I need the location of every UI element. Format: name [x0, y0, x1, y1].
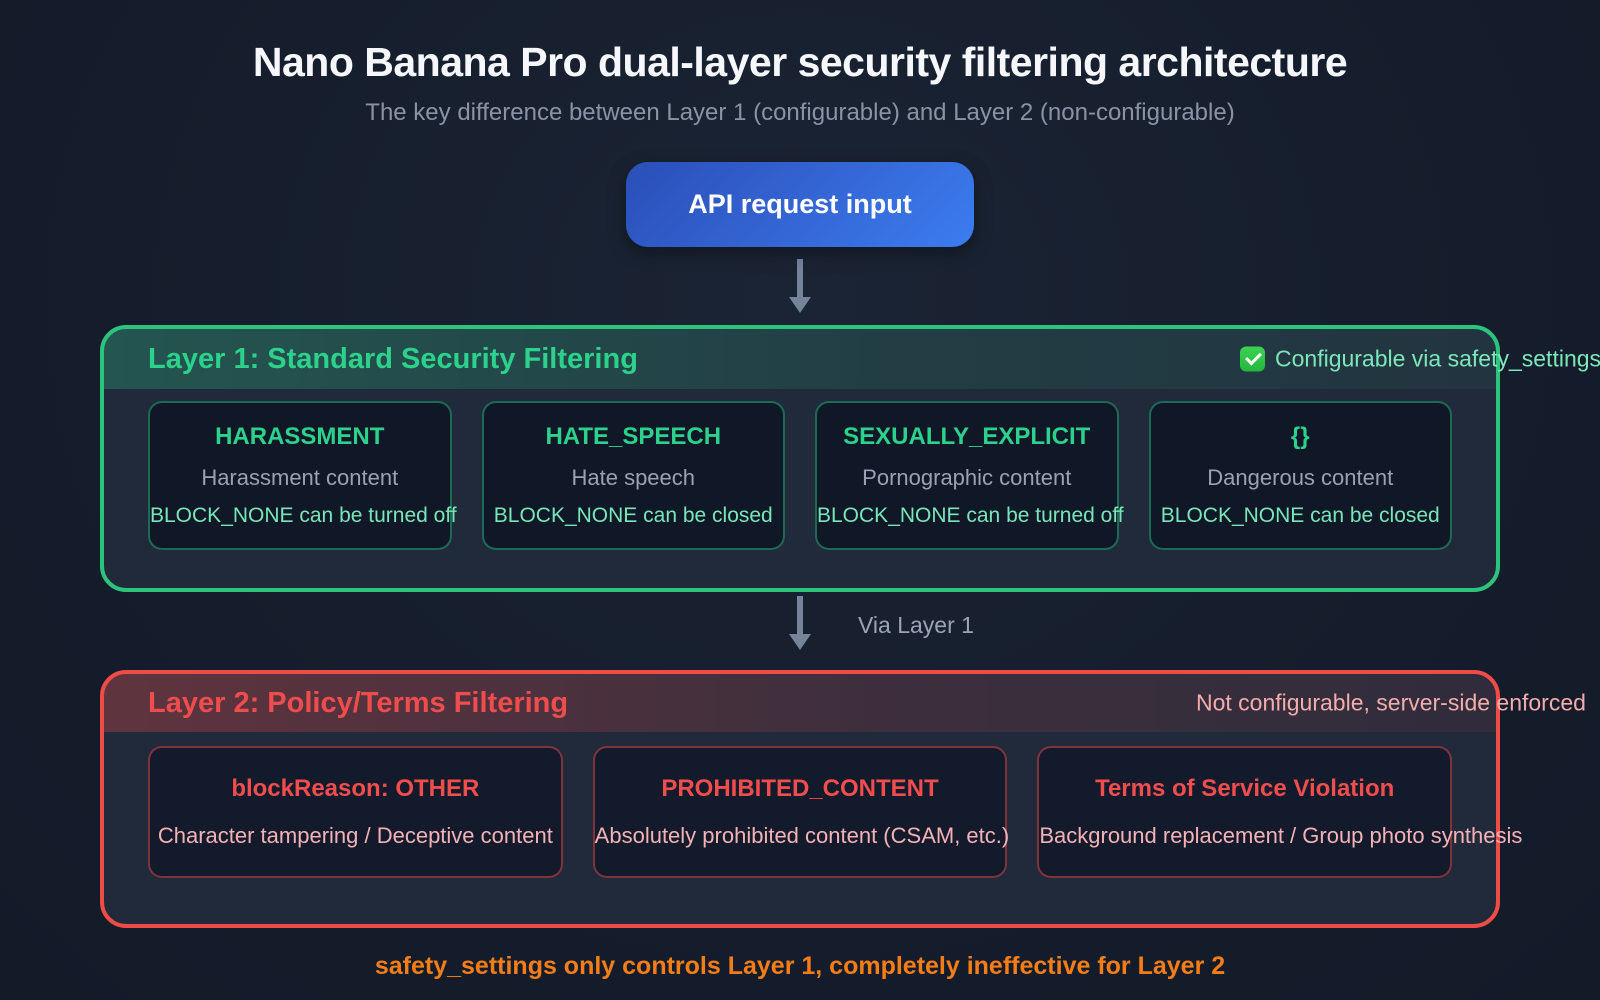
category-card-harassment: HARASSMENT Harassment content BLOCK_NONE… [148, 401, 457, 550]
card-subtitle: Pornographic content [862, 464, 1072, 490]
card-subtitle: Absolutely prohibited content (CSAM, etc… [594, 823, 1010, 849]
policy-card-tos-violation: Terms of Service Violation Background re… [1037, 746, 1523, 878]
card-note: BLOCK_NONE can be closed [1160, 504, 1440, 528]
layer1-cards-row: HARASSMENT Harassment content BLOCK_NONE… [104, 389, 1496, 588]
card-note: BLOCK_NONE can be turned off [817, 504, 1124, 528]
card-title: {} [1290, 422, 1310, 450]
layer1-header: Layer 1: Standard Security Filtering Con… [104, 329, 1600, 389]
layer1-badge: Configurable via safety_settings [1240, 346, 1600, 373]
card-note: BLOCK_NONE can be turned off [150, 504, 457, 528]
card-subtitle: Character tampering / Deceptive content [157, 823, 553, 849]
category-card-sexually-explicit: SEXUALLY_EXPLICIT Pornographic content B… [815, 401, 1124, 550]
footnote-warning: safety_settings only controls Layer 1, c… [374, 952, 1226, 980]
card-title: HATE_SPEECH [545, 422, 722, 450]
category-card-hate-speech: HATE_SPEECH Hate speech BLOCK_NONE can b… [481, 401, 785, 550]
layer2-badge: Not configurable, server-side enforced [1196, 690, 1586, 717]
layer2-cards-row: blockReason: OTHER Character tampering /… [104, 732, 1523, 924]
card-title: HARASSMENT [215, 422, 385, 450]
layer1-title: Layer 1: Standard Security Filtering [148, 342, 638, 375]
card-title: PROHIBITED_CONTENT [661, 774, 939, 802]
card-subtitle: Background replacement / Group photo syn… [1039, 823, 1523, 849]
via-layer1-label: Via Layer 1 [858, 612, 974, 638]
via-layer1-connector: Via Layer 1 [0, 596, 1600, 658]
page-subtitle: The key difference between Layer 1 (conf… [365, 99, 1235, 126]
arrow-head [789, 634, 811, 650]
layer2-badge-label: Not configurable, server-side enforced [1196, 689, 1586, 716]
layer2-title: Layer 2: Policy/Terms Filtering [148, 686, 569, 719]
policy-card-prohibited-content: PROHIBITED_CONTENT Absolutely prohibited… [592, 746, 1010, 878]
down-arrow-icon [789, 596, 811, 650]
card-title: Terms of Service Violation [1095, 774, 1395, 802]
page-title: Nano Banana Pro dual-layer security filt… [252, 39, 1348, 85]
category-card-dangerous: {} Dangerous content BLOCK_NONE can be c… [1148, 401, 1452, 550]
check-icon [1240, 346, 1265, 372]
card-title: SEXUALLY_EXPLICIT [843, 422, 1091, 450]
card-subtitle: Dangerous content [1207, 464, 1394, 490]
down-arrow-icon [789, 259, 811, 313]
arrow-stem [797, 596, 803, 634]
arrow-stem [797, 259, 803, 297]
layer2-header: Layer 2: Policy/Terms Filtering Not conf… [104, 674, 1586, 732]
arrow-head [789, 297, 811, 313]
layer1-badge-label: Configurable via safety_settings [1275, 345, 1600, 372]
layer2-panel: Layer 2: Policy/Terms Filtering Not conf… [100, 670, 1586, 928]
card-note: BLOCK_NONE can be closed [493, 504, 773, 528]
card-title: blockReason: OTHER [231, 774, 480, 802]
card-subtitle: Harassment content [201, 464, 399, 490]
layer1-panel: Layer 1: Standard Security Filtering Con… [100, 325, 1600, 592]
card-subtitle: Hate speech [571, 464, 696, 490]
policy-card-block-reason-other: blockReason: OTHER Character tampering /… [148, 746, 563, 878]
api-request-input-node: API request input [626, 162, 974, 247]
